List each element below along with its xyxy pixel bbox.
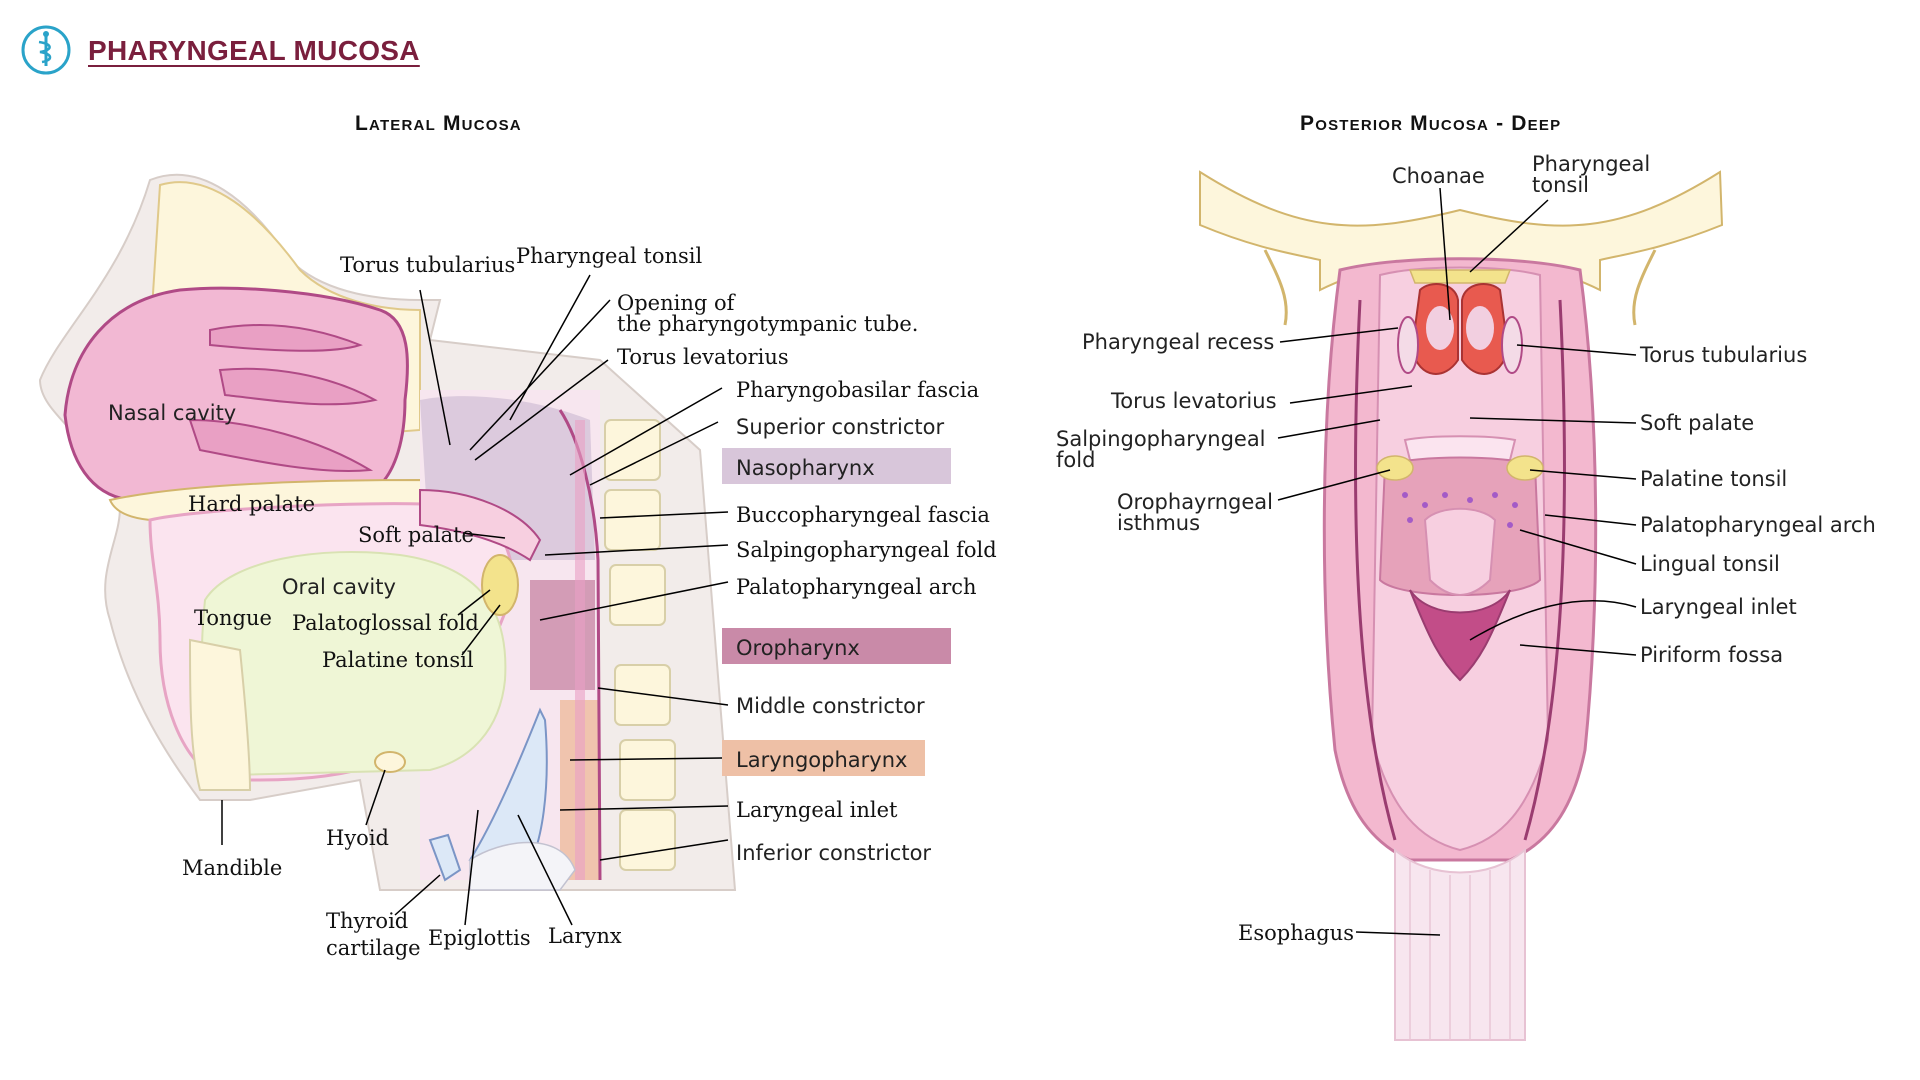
label-piriform-fossa: Piriform fossa [1640, 643, 1783, 667]
label-opening-1: Opening of [617, 291, 737, 315]
label-salpingopharyngeal-1: Salpingopharyngeal [1056, 427, 1266, 451]
label-torus-tubularius-lateral: Torus tubularius [340, 253, 515, 277]
label-soft-palate: Soft palate [358, 523, 474, 547]
label-esophagus: Esophagus [1238, 921, 1354, 945]
label-oropharynx: Oropharynx [736, 636, 860, 660]
label-epiglottis: Epiglottis [428, 926, 531, 950]
label-oral-cavity: Oral cavity [282, 575, 396, 599]
label-soft-palate-posterior: Soft palate [1640, 411, 1754, 435]
label-larynx: Larynx [548, 924, 622, 948]
label-thyroid-cartilage-1: Thyroid [326, 909, 408, 933]
label-nasal-cavity: Nasal cavity [108, 401, 236, 425]
posterior-illustration [1199, 170, 1724, 1041]
label-palatoglossal-fold: Palatoglossal fold [292, 611, 479, 635]
label-laryngeal-inlet-lateral: Laryngeal inlet [736, 798, 898, 822]
label-torus-tubularius-posterior: Torus tubularius [1639, 343, 1807, 367]
posterior-heading: Posterior Mucosa - Deep [1300, 112, 1562, 135]
label-choanae: Choanae [1392, 164, 1485, 188]
caduceus-logo-icon [21, 25, 71, 75]
label-palatine-tonsil-posterior: Palatine tonsil [1640, 467, 1787, 491]
lateral-heading: Lateral Mucosa [355, 112, 522, 135]
label-buccopharyngeal-fascia: Buccopharyngeal fascia [736, 503, 990, 527]
label-oropharyngeal-isthmus-1: Orophayrngeal [1117, 490, 1273, 514]
nasopharynx-box [722, 448, 951, 484]
label-palatine-tonsil-lateral: Palatine tonsil [322, 648, 474, 672]
label-pharyngeal-tonsil-posterior-1: Pharyngeal [1532, 152, 1650, 176]
esophagus-shape [1394, 847, 1526, 1041]
label-palatopharyngeal-arch-posterior: Palatopharyngeal arch [1640, 513, 1876, 537]
label-pharyngeal-tonsil-posterior-2: tonsil [1532, 173, 1589, 197]
label-hyoid: Hyoid [326, 826, 389, 850]
label-pharyngeal-tonsil-lateral: Pharyngeal tonsil [516, 244, 702, 268]
lateral-illustration [38, 173, 737, 891]
page-title: PHARYNGEAL MUCOSA [88, 35, 420, 66]
label-middle-constrictor: Middle constrictor [736, 694, 925, 718]
label-pharyngobasilar-fascia: Pharyngobasilar fascia [736, 378, 979, 402]
oropharynx-box [722, 628, 951, 664]
label-lingual-tonsil: Lingual tonsil [1640, 552, 1780, 576]
label-tongue: Tongue [194, 606, 272, 630]
label-thyroid-cartilage-2: cartilage [326, 936, 421, 960]
label-oropharyngeal-isthmus-2: isthmus [1117, 511, 1200, 535]
label-mandible: Mandible [182, 856, 282, 880]
label-palatopharyngeal-arch-lateral: Palatopharyngeal arch [736, 575, 977, 599]
label-torus-levatorius-lateral: Torus levatorius [617, 345, 789, 369]
label-laryngopharynx: Laryngopharynx [736, 748, 907, 772]
label-laryngeal-inlet-posterior: Laryngeal inlet [1640, 595, 1797, 619]
label-opening-2: the pharyngotympanic tube. [617, 312, 918, 336]
label-salpingopharyngeal-2: fold [1056, 448, 1095, 472]
label-inferior-constrictor: Inferior constrictor [736, 841, 931, 865]
label-torus-levatorius-posterior: Torus levatorius [1110, 389, 1277, 413]
label-salpingopharyngeal-fold-lateral: Salpingopharyngeal fold [736, 538, 997, 562]
laryngopharynx-box [722, 740, 925, 776]
label-superior-constrictor: Superior constrictor [736, 415, 944, 439]
label-hard-palate: Hard palate [188, 492, 315, 516]
label-nasopharynx: Nasopharynx [736, 456, 875, 480]
label-pharyngeal-recess: Pharyngeal recess [1082, 330, 1274, 354]
